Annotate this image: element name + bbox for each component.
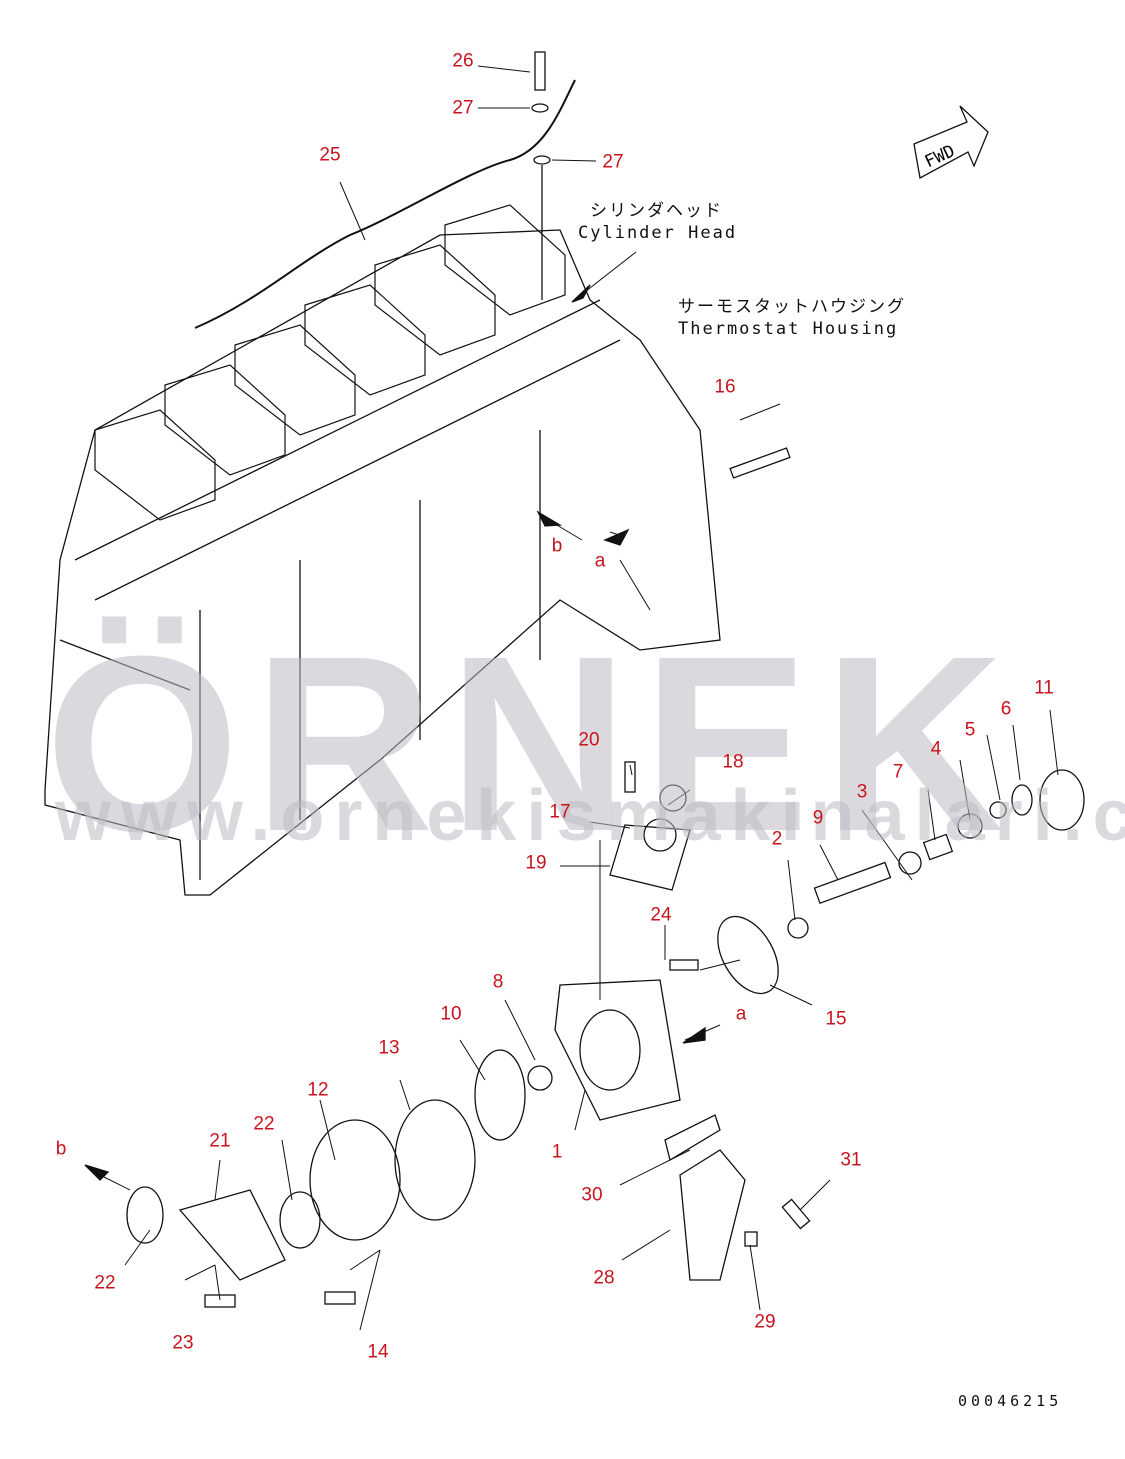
seal-18 <box>659 784 687 812</box>
bearing-3 <box>898 851 922 875</box>
cylinder-head-en: Cylinder Head <box>578 223 738 244</box>
bolt-23 <box>204 1294 236 1308</box>
callout-13: 13 <box>378 1037 400 1059</box>
shaft-9 <box>813 861 892 905</box>
bolt-26 <box>534 51 546 91</box>
seal-8 <box>527 1065 553 1091</box>
callout-b: b <box>55 1138 67 1160</box>
fwd-arrow-icon: FWD <box>913 105 989 180</box>
bolt-14 <box>324 1291 356 1305</box>
callout-a: a <box>594 550 606 572</box>
callout-24: 24 <box>650 904 672 926</box>
callout-2: 2 <box>771 828 783 850</box>
callout-22: 22 <box>94 1272 116 1294</box>
fuel-line <box>194 79 576 329</box>
callout-8: 8 <box>492 971 504 993</box>
callout-18: 18 <box>722 751 744 773</box>
impeller-10 <box>474 1049 526 1141</box>
bolt-16 <box>729 447 791 479</box>
fitting-20 <box>624 761 636 793</box>
bolt-24 <box>669 959 699 971</box>
callout-15: 15 <box>825 1008 847 1030</box>
callout-5: 5 <box>964 719 976 741</box>
callout-29: 29 <box>754 1311 776 1333</box>
watermark-url: www.ornekismakinalari.com.tr <box>55 776 1125 856</box>
pulley-11 <box>1039 769 1085 831</box>
gasket-19 <box>609 824 691 891</box>
callout-10: 10 <box>440 1003 462 1025</box>
washer-27b <box>533 155 551 165</box>
thermostat-17 <box>643 818 677 852</box>
callout-9: 9 <box>812 807 824 829</box>
callout-11: 11 <box>1034 677 1054 699</box>
gasket-13 <box>394 1099 476 1221</box>
thermostat-jp: サーモスタットハウジング <box>678 297 906 317</box>
callout-1: 1 <box>551 1141 563 1163</box>
callout-31: 31 <box>840 1149 862 1171</box>
bearing-4 <box>957 813 983 839</box>
callout-3: 3 <box>856 781 868 803</box>
plate-12 <box>309 1119 401 1241</box>
washer-27 <box>531 103 549 113</box>
ring-5 <box>989 801 1007 819</box>
gasket-30 <box>664 1114 721 1162</box>
callout-22: 22 <box>253 1113 275 1135</box>
engine-block <box>44 229 721 896</box>
seal-2 <box>787 917 809 939</box>
callout-a: a <box>735 1003 747 1025</box>
snap-ring-6 <box>1011 784 1033 816</box>
callout-27: 27 <box>602 151 624 173</box>
o-ring-15 <box>717 915 779 995</box>
callout-4: 4 <box>930 738 942 760</box>
elbow-21 <box>178 1189 286 1281</box>
callout-23: 23 <box>172 1332 194 1354</box>
callout-17: 17 <box>549 801 571 823</box>
gasket-22b <box>126 1186 164 1244</box>
callout-30: 30 <box>581 1184 603 1206</box>
callout-7: 7 <box>892 761 904 783</box>
spacer-7 <box>922 833 954 861</box>
watermark-brand: ÖRNEK <box>45 604 1018 883</box>
callout-19: 19 <box>525 852 547 874</box>
thermostat-en: Thermostat Housing <box>678 319 899 340</box>
gasket-22 <box>279 1191 321 1249</box>
elbow-28 <box>679 1149 746 1281</box>
callout-b: b <box>551 535 563 557</box>
callout-20: 20 <box>578 729 600 751</box>
cylinder-head-jp: シリンダヘッド <box>590 201 723 221</box>
callout-6: 6 <box>1000 698 1012 720</box>
thermostat-note: サーモスタットハウジング Thermostat Housing <box>678 296 906 340</box>
water-pump-1 <box>554 979 681 1121</box>
bolt-31 <box>781 1198 811 1230</box>
callout-25: 25 <box>319 144 341 166</box>
drawing-code: 00046215 <box>958 1392 1063 1410</box>
rocker-covers <box>94 204 566 521</box>
callout-14: 14 <box>367 1341 389 1363</box>
callout-26: 26 <box>452 50 474 72</box>
callout-16: 16 <box>714 376 736 398</box>
cylinder-head-note: シリンダヘッド Cylinder Head <box>578 200 737 244</box>
callout-12: 12 <box>307 1079 329 1101</box>
callout-28: 28 <box>593 1267 615 1289</box>
bolt-29 <box>744 1231 758 1247</box>
callout-21: 21 <box>209 1130 231 1152</box>
callout-27: 27 <box>452 97 474 119</box>
